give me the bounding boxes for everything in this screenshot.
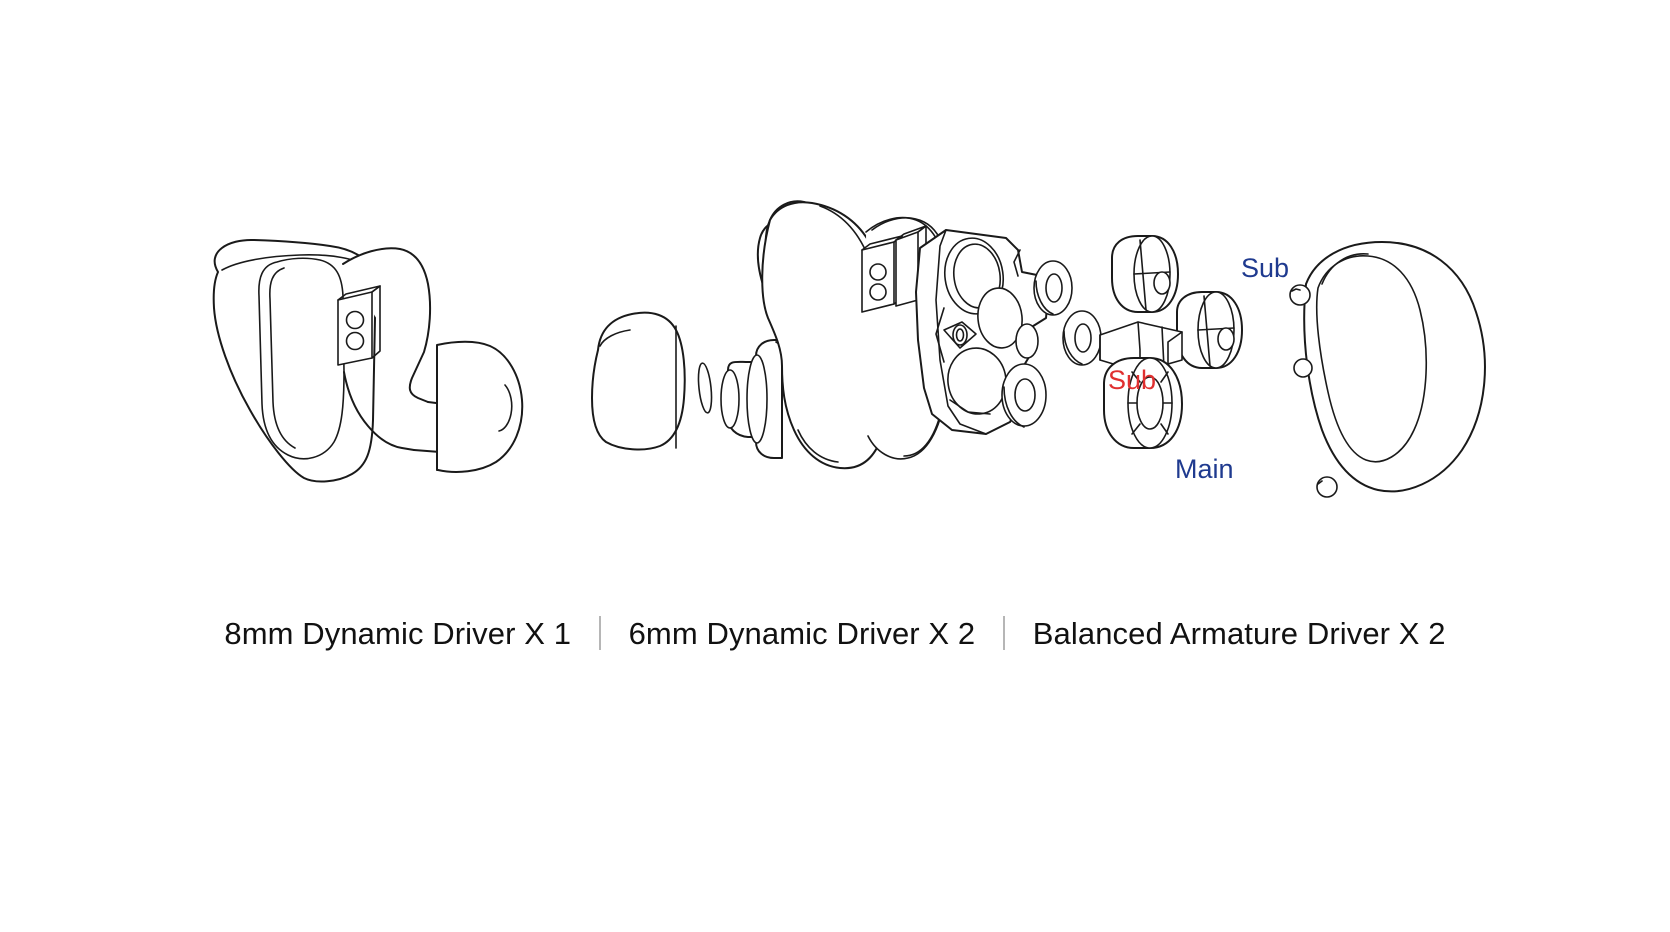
callout-sub-ba-top: Sub [1241,253,1289,283]
caption-8mm-dynamic-driver: 8mm Dynamic Driver X 1 [224,615,572,651]
earphone-diagram-svg: Sub Sub Main [212,200,1486,498]
balanced-armature-driver-sub-lower [1176,291,1243,369]
caption-6mm-dynamic-driver: 6mm Dynamic Driver X 2 [628,615,976,651]
nozzle-filter-ring [697,362,713,414]
connector-plate [337,285,381,366]
ear-tip [591,311,686,451]
assembled-earphone [212,238,524,483]
caption-separator-1 [599,616,601,650]
driver-spec-caption-row: 8mm Dynamic Driver X 1 6mm Dynamic Drive… [0,598,1670,668]
damper-ring-4 [1062,310,1102,366]
sound-nozzle [720,339,789,459]
caption-balanced-armature-driver: Balanced Armature Driver X 2 [1032,615,1446,651]
callout-main-dynamic: Main [1175,454,1234,484]
faceplate-shell [1289,241,1486,498]
caption-separator-2 [1003,616,1005,650]
earphone-diagram: Sub Sub Main [212,200,1486,498]
damper-ring-3 [1001,363,1047,428]
damper-ring-2 [1015,323,1039,359]
driver-chassis [915,229,1049,435]
damper-ring-1 [1033,260,1073,316]
callout-sub-dynamic: Sub [1108,365,1156,395]
dynamic-driver-main [1103,357,1183,449]
connector-plate-exploded [861,235,903,313]
damper-rings [1001,260,1102,428]
balanced-armature-driver-sub-upper [1111,235,1179,313]
